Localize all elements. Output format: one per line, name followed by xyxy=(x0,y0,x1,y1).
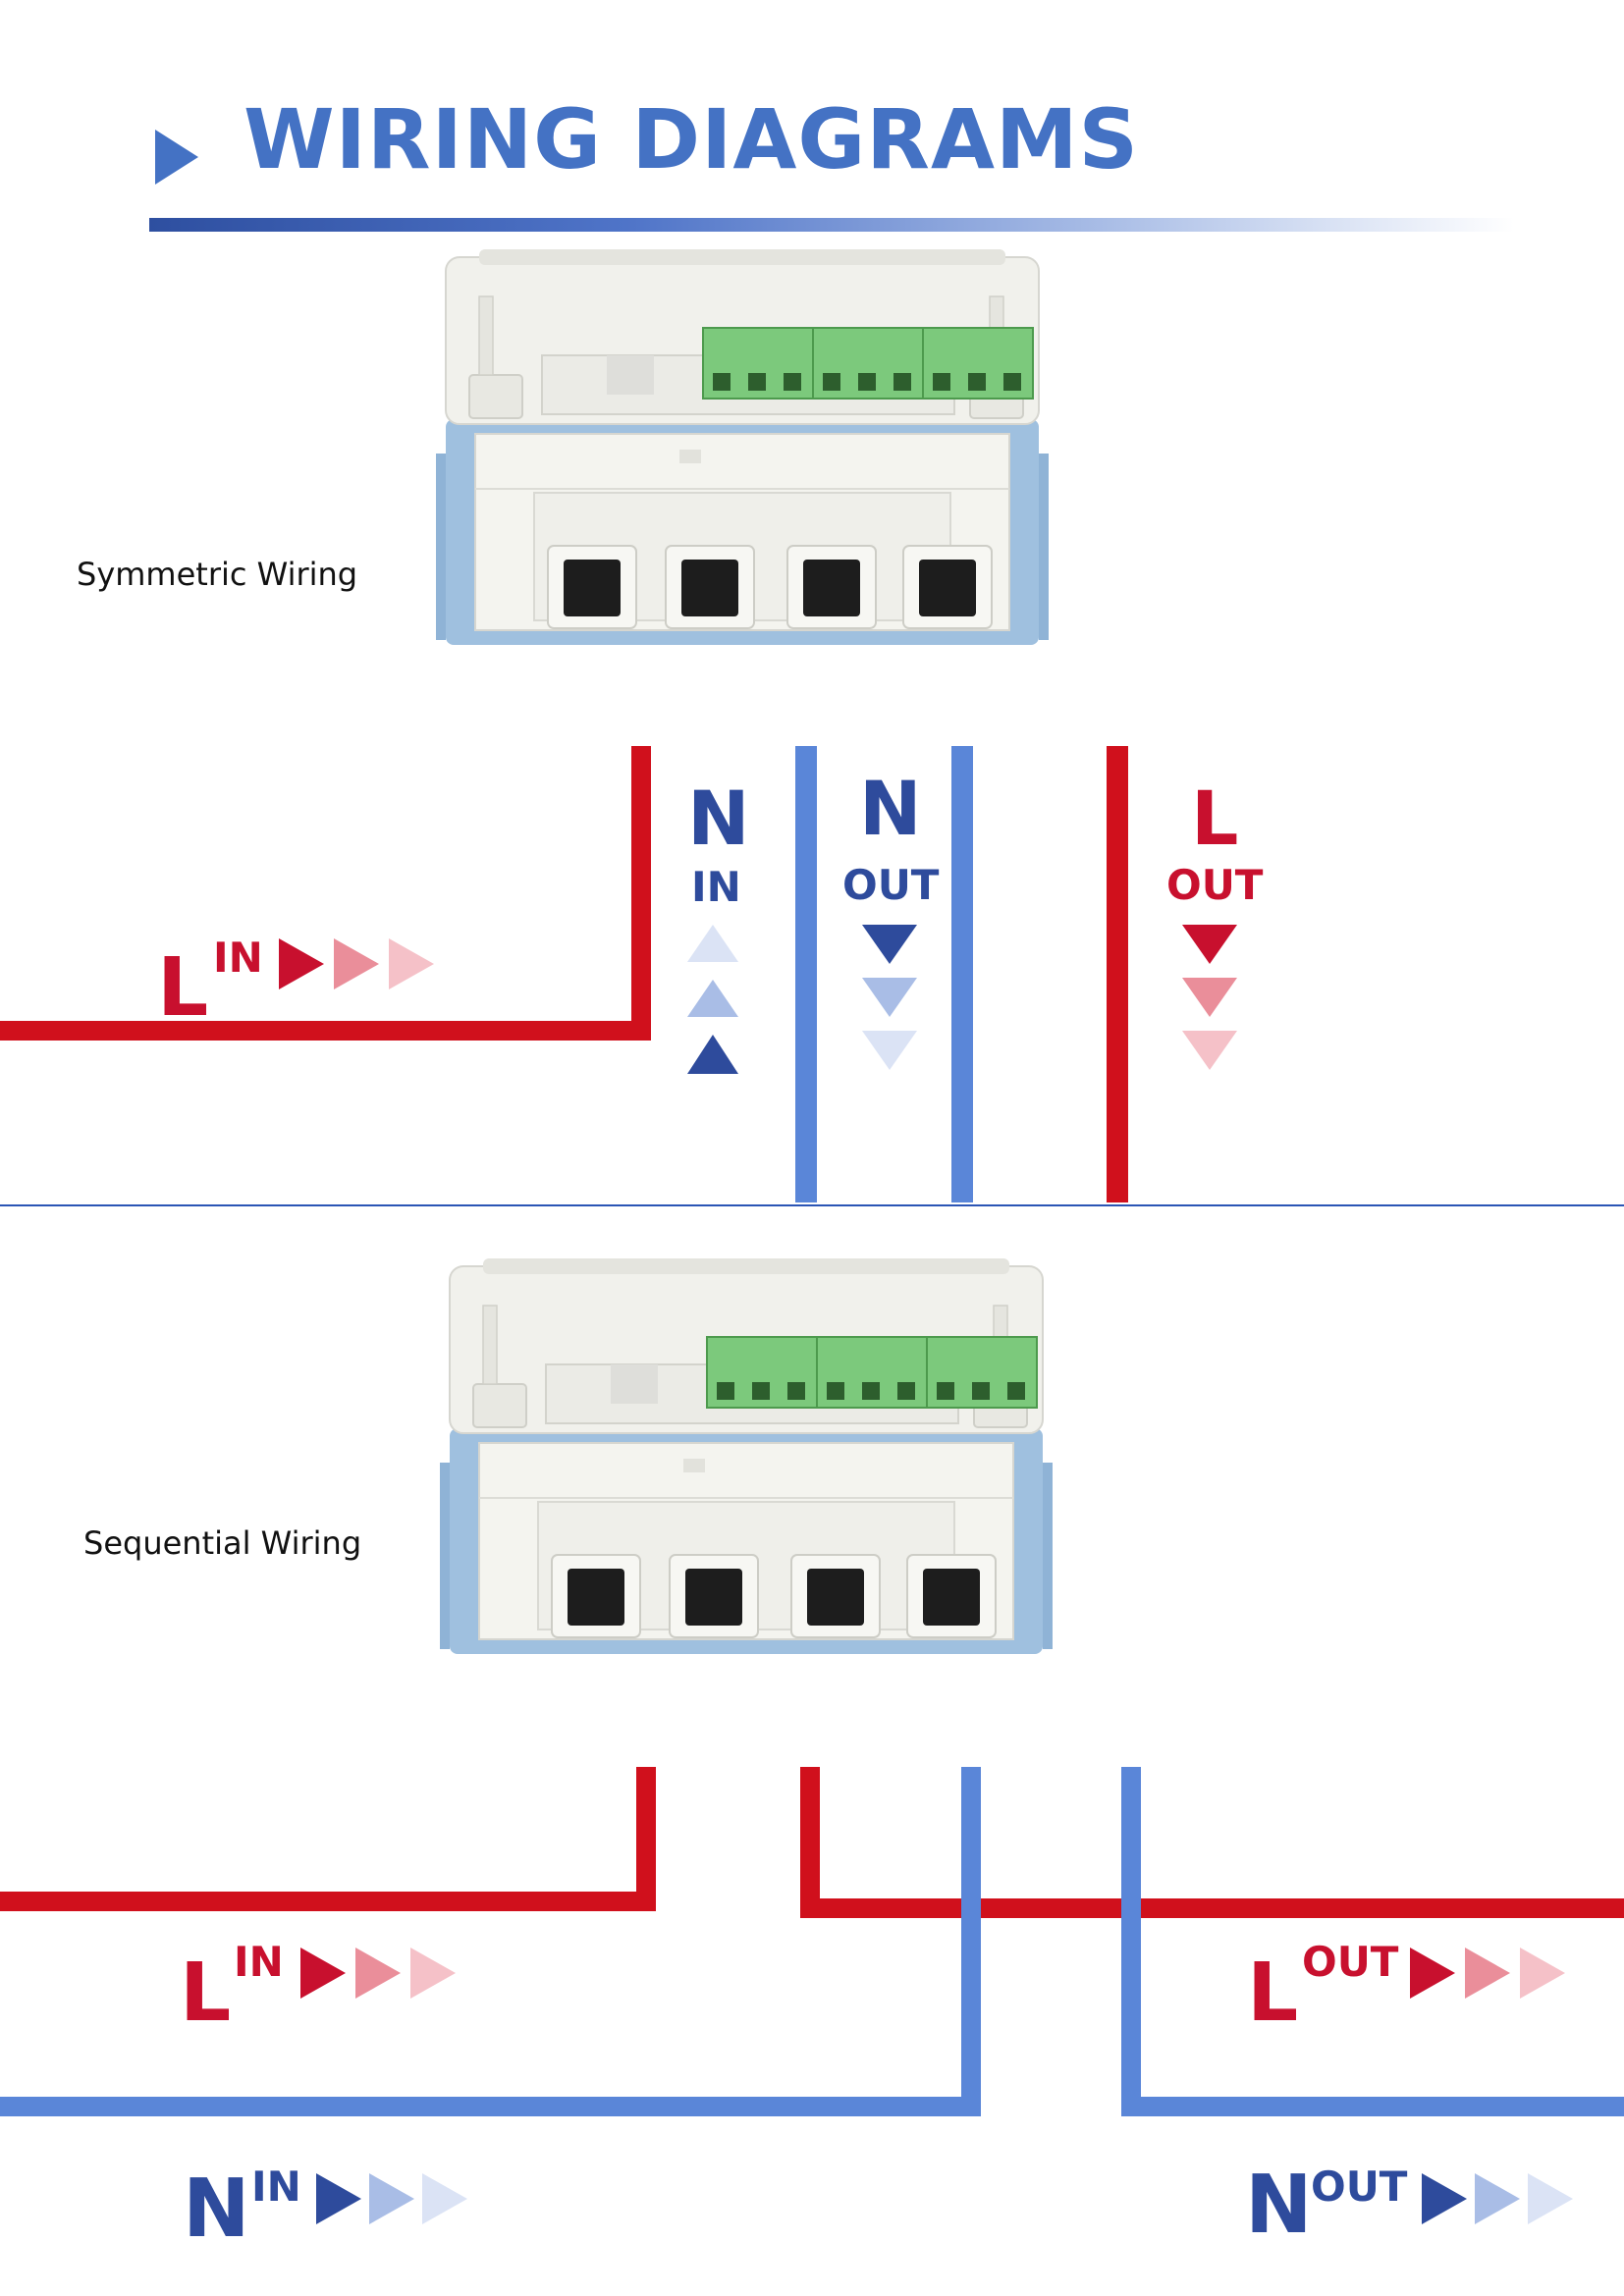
label-l-out-letter: L xyxy=(1191,774,1238,862)
label-seq-l-in-sub: IN xyxy=(234,1938,284,1986)
title-underline xyxy=(149,218,1514,232)
device-photo-symmetric xyxy=(435,248,1050,646)
label-l-out-sub: OUT xyxy=(1166,861,1264,909)
wire-n-in-seq xyxy=(0,1767,981,2116)
section-divider xyxy=(0,1204,1624,1206)
wire-l-in xyxy=(0,746,651,1041)
label-l-in-sub: IN xyxy=(213,934,263,982)
wires-symmetric xyxy=(0,746,1128,1202)
arrows-seq-n-out-right-icon xyxy=(1422,2173,1573,2224)
label-n-in-sub: IN xyxy=(691,863,741,911)
label-seq-n-in-sub: IN xyxy=(251,2163,301,2211)
wire-l-out-seq xyxy=(800,1767,1624,1918)
arrows-l-out-down-icon xyxy=(1182,925,1237,1070)
device-photo-sequential xyxy=(439,1257,1054,1655)
label-seq-l-out-letter: L xyxy=(1247,1947,1298,2040)
title-arrow-icon xyxy=(155,130,198,185)
label-seq-n-out-sub: OUT xyxy=(1311,2163,1408,2211)
label-n-in-letter: N xyxy=(687,774,750,862)
caption-sequential: Sequential Wiring xyxy=(83,1524,362,1562)
label-l-in-letter: L xyxy=(157,941,208,1035)
caption-symmetric: Symmetric Wiring xyxy=(77,556,358,593)
wire-l-in-seq xyxy=(0,1767,656,1911)
label-n-out-letter: N xyxy=(859,765,922,852)
page-title: WIRING DIAGRAMS xyxy=(244,91,1140,187)
arrows-seq-l-in-right-icon xyxy=(300,1948,456,1999)
label-seq-l-out-sub: OUT xyxy=(1302,1938,1399,1986)
arrows-l-in-right-icon xyxy=(279,938,434,989)
arrows-n-out-down-icon xyxy=(862,925,917,1070)
arrows-seq-l-out-right-icon xyxy=(1410,1948,1565,1999)
arrows-n-in-up-icon xyxy=(687,925,738,1074)
wires-sequential xyxy=(0,1767,1624,2116)
label-seq-n-out-letter: N xyxy=(1245,2159,1313,2252)
label-seq-l-in-letter: L xyxy=(180,1947,231,2040)
label-n-out-sub: OUT xyxy=(842,861,940,909)
arrows-seq-n-in-right-icon xyxy=(316,2173,467,2224)
label-seq-n-in-letter: N xyxy=(183,2163,250,2256)
wire-n-out-seq xyxy=(1121,1767,1624,2116)
